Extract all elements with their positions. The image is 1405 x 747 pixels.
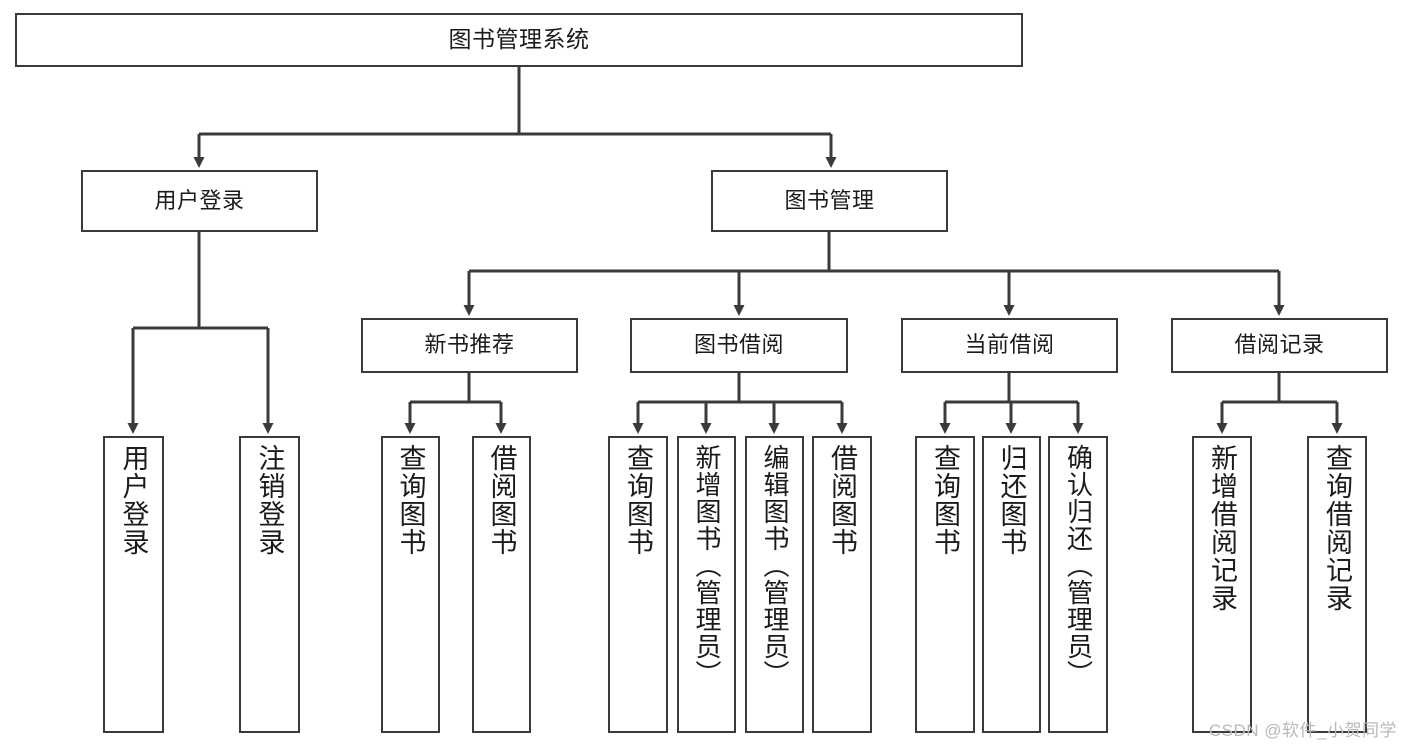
leaf-logout-login[interactable]: 注销登录 bbox=[239, 436, 300, 733]
leaf-query-book-current[interactable]: 查询图书 bbox=[915, 436, 975, 733]
watermark-text: CSDN @软件_小贺同学 bbox=[1208, 721, 1397, 740]
node-label: 图书借阅 bbox=[693, 332, 784, 358]
node-new-book-recommend[interactable]: 新书推荐 bbox=[361, 318, 578, 373]
node-root-system[interactable]: 图书管理系统 bbox=[15, 13, 1023, 67]
node-label: 查询借阅记录 bbox=[1322, 444, 1353, 612]
node-label: 当前借阅 bbox=[964, 332, 1055, 358]
leaf-edit-book-admin[interactable]: 编辑图书（管理员） bbox=[745, 436, 804, 733]
node-label: 查询图书 bbox=[930, 444, 961, 556]
node-label: 图书管理系统 bbox=[448, 26, 590, 53]
node-borrow-record[interactable]: 借阅记录 bbox=[1171, 318, 1388, 373]
node-label: 查询图书 bbox=[395, 444, 426, 556]
leaf-confirm-return-admin[interactable]: 确认归还（管理员） bbox=[1048, 436, 1108, 733]
node-label: 借阅图书 bbox=[486, 444, 517, 556]
node-label: 编辑图书（管理员） bbox=[760, 444, 791, 687]
node-label: 注销登录 bbox=[254, 444, 285, 556]
node-label: 查询图书 bbox=[623, 444, 654, 556]
node-current-borrow[interactable]: 当前借阅 bbox=[901, 318, 1118, 373]
leaf-add-borrow-record[interactable]: 新增借阅记录 bbox=[1192, 436, 1252, 733]
leaf-add-book-admin[interactable]: 新增图书（管理员） bbox=[677, 436, 736, 733]
node-label: 借阅图书 bbox=[827, 444, 858, 556]
node-book-borrow[interactable]: 图书借阅 bbox=[630, 318, 848, 373]
leaf-borrow-book-recommend[interactable]: 借阅图书 bbox=[472, 436, 531, 733]
node-label: 确认归还（管理员） bbox=[1063, 444, 1094, 687]
node-label: 新增图书（管理员） bbox=[692, 444, 723, 687]
node-label: 归还图书 bbox=[996, 444, 1027, 556]
leaf-return-book[interactable]: 归还图书 bbox=[982, 436, 1041, 733]
node-label: 图书管理 bbox=[784, 187, 875, 213]
node-label: 新增借阅记录 bbox=[1207, 444, 1238, 612]
leaf-query-book-recommend[interactable]: 查询图书 bbox=[381, 436, 440, 733]
node-user-login[interactable]: 用户登录 bbox=[81, 170, 318, 232]
leaf-borrow-book[interactable]: 借阅图书 bbox=[812, 436, 872, 733]
node-book-management[interactable]: 图书管理 bbox=[711, 170, 948, 232]
node-label: 用户登录 bbox=[118, 444, 149, 556]
leaf-user-login[interactable]: 用户登录 bbox=[103, 436, 164, 733]
leaf-query-book-borrow[interactable]: 查询图书 bbox=[608, 436, 668, 733]
leaf-query-borrow-record[interactable]: 查询借阅记录 bbox=[1307, 436, 1367, 733]
node-label: 新书推荐 bbox=[424, 332, 515, 358]
node-label: 借阅记录 bbox=[1234, 332, 1325, 358]
node-label: 用户登录 bbox=[154, 187, 245, 213]
